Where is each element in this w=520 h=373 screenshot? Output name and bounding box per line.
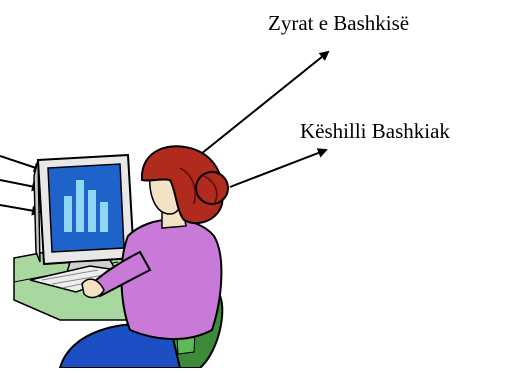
- shirt: [120, 218, 223, 340]
- label-zyrat-e-bashkise: Zyrat e Bashkisë: [268, 11, 410, 35]
- incoming-arrow-2: [0, 179, 42, 192]
- screen-bar-4: [100, 202, 108, 232]
- screen-bar-1: [64, 196, 72, 232]
- incoming-arrow-3: [0, 204, 42, 216]
- incoming-arrow-1: [0, 155, 44, 173]
- computer-monitor: [33, 153, 136, 277]
- screen-bar-3: [88, 190, 96, 232]
- arm: [90, 250, 152, 298]
- screen-bar-2: [76, 180, 84, 232]
- arrow-to-zyrat: [195, 50, 330, 159]
- hand: [81, 278, 105, 299]
- hair: [140, 145, 229, 225]
- arrow-to-keshilli: [229, 148, 328, 188]
- label-keshilli-bashkiak: Këshilli Bashkiak: [300, 119, 450, 143]
